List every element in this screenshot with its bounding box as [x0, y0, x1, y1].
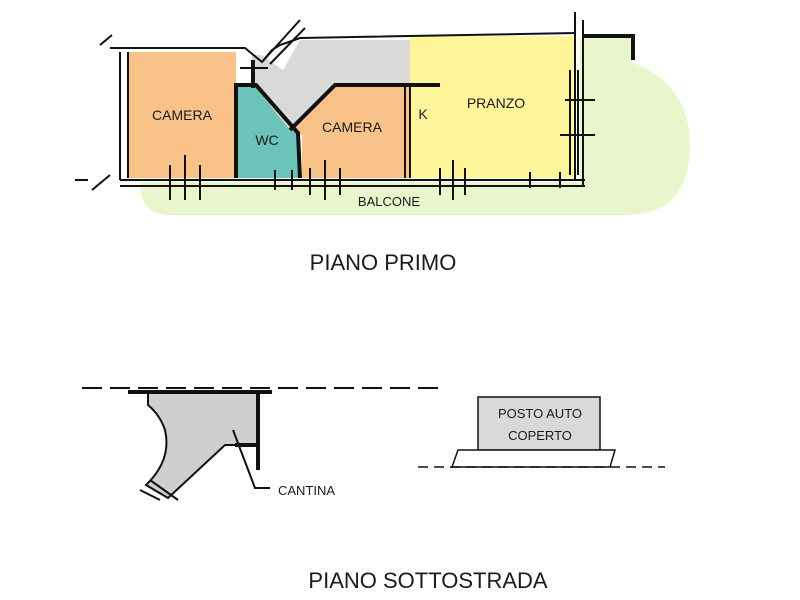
room-label-camera-2: CAMERA	[322, 119, 383, 135]
piano-sottostrada-title: PIANO SOTTOSTRADA	[308, 568, 548, 593]
room-label-wc: WC	[255, 132, 278, 148]
piano-primo-title: PIANO PRIMO	[310, 250, 457, 275]
cantina-leader	[232, 429, 270, 489]
camera-1-area	[128, 52, 236, 178]
piano-sottostrada-plan: CANTINA POSTO AUTO COPERTO	[82, 387, 665, 501]
posto-auto-area	[477, 396, 601, 451]
posto-auto-base	[450, 449, 617, 468]
room-label-balcone: BALCONE	[358, 194, 420, 209]
balcone-area	[140, 38, 690, 215]
room-label-kitchen: K	[418, 106, 428, 122]
camera-2-area	[290, 85, 410, 178]
walls	[75, 12, 635, 200]
wc-area	[238, 85, 300, 178]
room-label-camera-1: CAMERA	[152, 107, 213, 123]
room-label-pranzo: PRANZO	[467, 95, 525, 111]
cantina-area	[144, 391, 259, 500]
corridor-area	[252, 40, 410, 130]
piano-primo-plan: CAMERA WC CAMERA K PRANZO BALCONE	[75, 12, 690, 215]
posto-auto-label-2: COPERTO	[508, 428, 572, 443]
pranzo-area	[410, 36, 575, 178]
posto-auto-label-1: POSTO AUTO	[498, 406, 582, 421]
cantina-label: CANTINA	[278, 483, 335, 498]
